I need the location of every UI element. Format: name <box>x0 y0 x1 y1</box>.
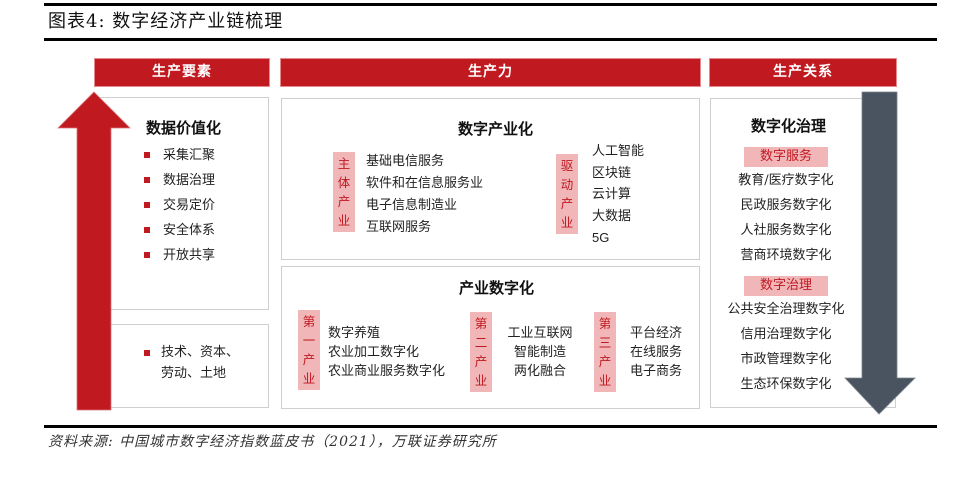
list-item: 基础电信服务 <box>366 154 445 169</box>
list-item: 数据治理 <box>144 168 215 193</box>
bottom-rule <box>44 425 937 428</box>
list-item: 人社服务数字化 <box>740 223 832 238</box>
industrial-digitalization-title: 产业数字化 <box>459 279 535 297</box>
bullet-square-icon <box>144 227 150 233</box>
list-item: 安全体系 <box>144 218 215 243</box>
secondary-sector-tag: 第 二 产 业 <box>470 312 492 392</box>
list-item: 交易定价 <box>144 193 215 218</box>
list-item: 农业商业服务数字化 <box>328 364 446 379</box>
list-item: 工业互联网 <box>507 326 573 341</box>
bullet-square-icon <box>144 152 150 158</box>
tertiary-sector-tag: 第 三 产 业 <box>594 312 616 392</box>
tertiary-sector-list: 平台经济 在线服务 电子商务 <box>630 324 682 381</box>
driver-industry-tag: 驱 动 产 业 <box>556 154 578 234</box>
data-valorization-list: 采集汇聚 数据治理 交易定价 安全体系 开放共享 <box>144 143 215 268</box>
list-item: 营商环境数字化 <box>740 248 832 263</box>
down-arrow-icon <box>844 91 916 415</box>
list-item: 5G <box>592 230 610 245</box>
list-item: 两化融合 <box>513 364 566 379</box>
list-item: 公共安全治理数字化 <box>727 302 845 317</box>
list-item: 生态环保数字化 <box>740 377 832 392</box>
digital-services-tag: 数字服务 <box>743 147 828 167</box>
list-item: 民政服务数字化 <box>740 198 832 213</box>
list-item: 教育/医疗数字化 <box>738 173 834 188</box>
data-valorization-title: 数据价值化 <box>146 119 222 137</box>
traditional-factors-box: 技术、资本、 劳动、土地 <box>93 324 269 408</box>
source-note: 资料来源: 中国城市数字经济指数蓝皮书（2021），万联证券研究所 <box>48 434 497 450</box>
header-productivity: 生产力 <box>281 59 700 86</box>
up-arrow-icon <box>57 91 131 411</box>
list-item: 电子信息制造业 <box>366 198 458 213</box>
title-underline <box>44 38 937 41</box>
digital-services-group: 数字服务 教育/医疗数字化 民政服务数字化 人社服务数字化 营商环境数字化 <box>711 145 861 268</box>
digital-governance-group: 数字治理 公共安全治理数字化 信用治理数字化 市政管理数字化 生态环保数字化 <box>711 274 861 397</box>
data-valorization-box: 数据价值化 采集汇聚 数据治理 交易定价 安全体系 开放共享 <box>93 97 269 310</box>
digital-governance-tag: 数字治理 <box>743 276 828 296</box>
primary-sector-list: 数字养殖 农业加工数字化 农业商业服务数字化 <box>328 324 445 381</box>
digital-governance-title: 数字化治理 <box>751 117 827 135</box>
digital-industrialization-box: 数字产业化 主 体 产 业 基础电信服务 软件和在信息服务业 电子信息制造业 互… <box>281 98 700 260</box>
top-rule <box>44 3 937 6</box>
list-item: 农业加工数字化 <box>328 345 420 360</box>
list-item: 开放共享 <box>144 243 215 268</box>
driver-industry-list: 人工智能 区块链 云计算 大数据 5G <box>592 141 644 249</box>
list-item: 区块链 <box>592 165 632 181</box>
secondary-sector-list: 工业互联网 智能制造 两化融合 <box>500 324 580 381</box>
traditional-factors-item: 技术、资本、 劳动、土地 <box>144 342 239 384</box>
list-item: 软件和在信息服务业 <box>366 176 484 191</box>
bullet-square-icon <box>144 202 150 208</box>
header-relations: 生产关系 <box>710 59 896 86</box>
list-item: 互联网服务 <box>366 220 432 235</box>
digital-industrialization-title: 数字产业化 <box>458 120 534 138</box>
primary-sector-tag: 第 一 产 业 <box>298 310 320 390</box>
main-industry-list: 基础电信服务 软件和在信息服务业 电子信息制造业 互联网服务 <box>366 151 483 239</box>
list-item: 市政管理数字化 <box>740 352 832 367</box>
bullet-square-icon <box>144 350 150 356</box>
list-item: 电子商务 <box>630 364 683 379</box>
industrial-digitalization-box: 产业数字化 第 一 产 业 数字养殖 农业加工数字化 农业商业服务数字化 第 二… <box>281 266 700 409</box>
list-item: 大数据 <box>592 208 632 224</box>
figure-title: 图表4: 数字经济产业链梳理 <box>48 11 284 32</box>
bullet-square-icon <box>144 252 150 258</box>
header-factors: 生产要素 <box>95 59 269 86</box>
list-item: 采集汇聚 <box>144 143 215 168</box>
list-item: 数字养殖 <box>328 326 381 341</box>
list-item: 在线服务 <box>630 345 683 360</box>
list-item: 信用治理数字化 <box>740 327 832 342</box>
list-item: 平台经济 <box>630 326 683 341</box>
list-item: 人工智能 <box>592 144 645 159</box>
main-industry-tag: 主 体 产 业 <box>333 152 355 232</box>
list-item: 云计算 <box>592 187 632 202</box>
bullet-square-icon <box>144 177 150 183</box>
list-item: 智能制造 <box>513 345 566 360</box>
